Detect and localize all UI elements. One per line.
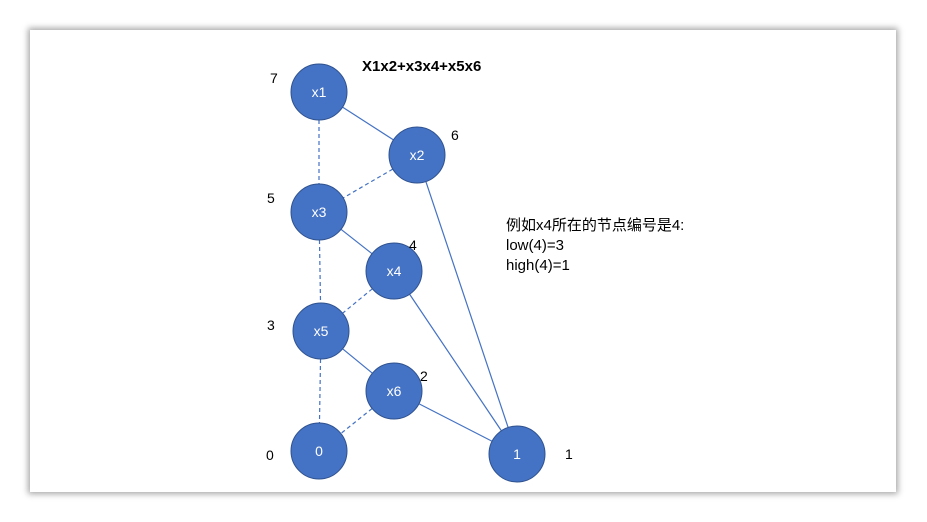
node-number-x4: 4 [409,237,417,253]
node-x4: x4 [365,242,423,300]
edge-x6-t0-low [340,408,373,434]
node-t0: 0 [290,422,348,480]
edge-x2-x3-low [342,168,394,199]
node-number-x1: 7 [270,70,278,86]
edge-x2-t1-high [425,181,509,428]
node-circle-x3 [290,183,348,241]
node-x2: x2 [388,126,446,184]
edge-x1-x2-high [342,106,394,141]
node-circle-t0 [290,422,348,480]
node-label-x4: x4 [387,263,402,279]
node-number-t1: 1 [565,446,573,462]
note-line-2: low(4)=3 [506,237,564,254]
edge-x4-t1-high [409,293,502,432]
node-x6: x6 [365,362,423,420]
node-number-t0: 0 [266,447,274,463]
node-label-t1: 1 [513,446,521,462]
node-label-x3: x3 [312,204,327,220]
edge-x5-x6-high [342,348,373,374]
node-circle-t1 [488,425,546,483]
edge-x5-t0-low [318,358,322,424]
node-number-x5: 3 [267,317,275,333]
node-t1: 1 [488,425,546,483]
slide [30,30,896,492]
expression-title: X1x2+x3x4+x5x6 [362,58,482,75]
node-number-x6: 2 [420,368,428,384]
edge-x4-x5-low [342,288,373,314]
node-circle-x6 [365,362,423,420]
note-line-1: 例如x4所在的节点编号是4: [506,217,685,234]
node-label-x5: x5 [314,323,329,339]
node-label-t0: 0 [315,443,323,459]
node-number-x2: 6 [451,127,459,143]
node-circle-x2 [388,126,446,184]
node-circle-x1 [290,63,348,121]
node-x1: x1 [290,63,348,121]
node-label-x2: x2 [410,147,425,163]
node-x3: x3 [290,183,348,241]
node-x5: x5 [292,302,350,360]
node-label-x6: x6 [387,383,402,399]
edge-x3-x4-high [340,228,373,255]
node-number-x3: 5 [267,190,275,206]
edge-x3-x5-low [318,239,322,304]
node-label-x1: x1 [312,84,327,100]
example-note: 例如x4所在的节点编号是4: low(4)=3 high(4)=1 [506,216,684,276]
note-line-3: high(4)=1 [506,257,570,274]
node-circle-x5 [292,302,350,360]
edge-x6-t1-high [418,403,493,442]
node-circle-x4 [365,242,423,300]
